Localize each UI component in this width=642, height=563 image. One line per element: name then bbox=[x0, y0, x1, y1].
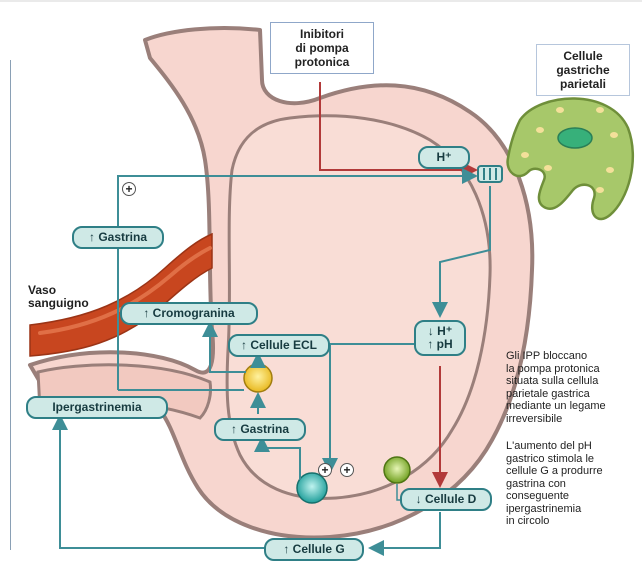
g-cell bbox=[297, 473, 327, 503]
cromogranina-pill: ↑ Cromogranina bbox=[120, 302, 258, 325]
cellule-parietali-box: Cellule gastriche parietali bbox=[536, 44, 630, 96]
gastrina-top-pill: ↑ Gastrina bbox=[72, 226, 164, 249]
ecl-cell bbox=[244, 364, 272, 392]
h-plus-pill: H⁺ bbox=[418, 146, 470, 169]
cellule-d-pill: ↓ Cellule D bbox=[400, 488, 492, 511]
inibitori-box: Inibitori di pompa protonica bbox=[270, 22, 374, 74]
cellule-ecl-pill: ↑ Cellule ECL bbox=[228, 334, 330, 357]
d-cell bbox=[384, 457, 410, 483]
caption-ipp: Gli IPP bloccano la pompa protonica situ… bbox=[506, 350, 638, 425]
h-down-ph-up-pill: ↓ H⁺ ↑ pH bbox=[414, 320, 466, 356]
plus-badge-right: + bbox=[340, 463, 354, 477]
vaso-sanguigno-label: Vaso sanguigno bbox=[28, 284, 89, 310]
gastrina-mid-pill: ↑ Gastrina bbox=[214, 418, 306, 441]
cellule-g-pill: ↑ Cellule G bbox=[264, 538, 364, 561]
caption-ph: L'aumento del pH gastrico stimola le cel… bbox=[506, 440, 638, 528]
plus-badge-left: + bbox=[318, 463, 332, 477]
plus-badge-top: + bbox=[122, 182, 136, 196]
proton-pump-icon bbox=[478, 166, 502, 182]
ipergastrinemia-pill: Ipergastrinemia bbox=[26, 396, 168, 419]
